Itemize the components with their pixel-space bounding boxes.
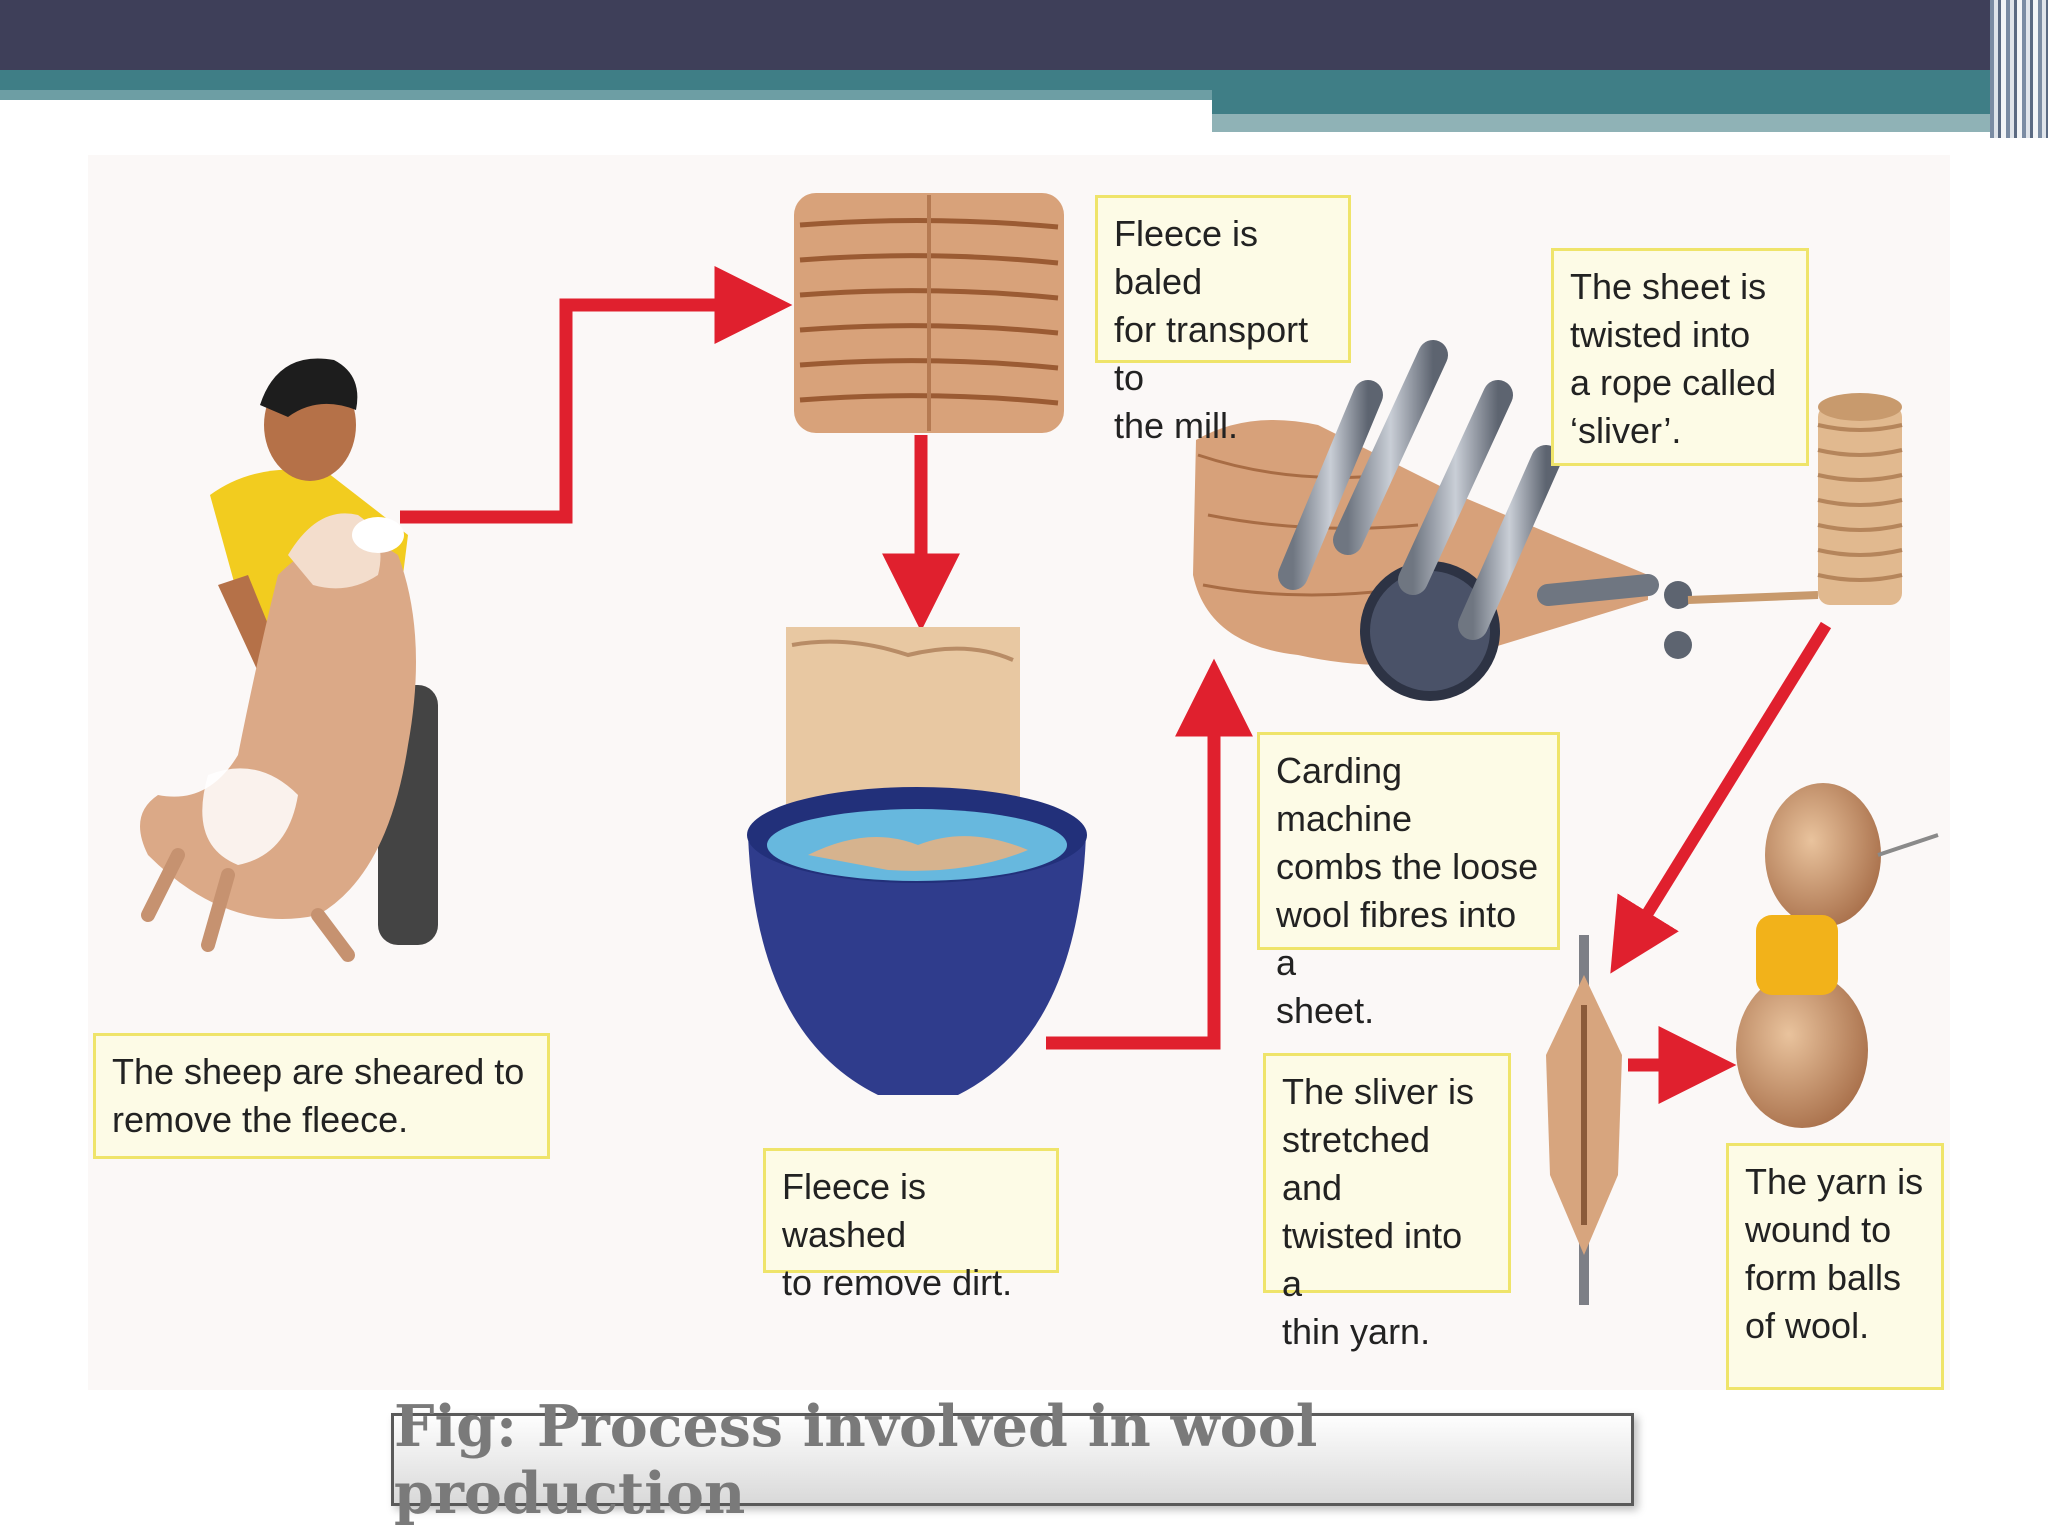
slide-accent-band-right-light [1212, 114, 2012, 132]
carding-machine-icon [1193, 340, 1692, 701]
arrow-coil-to-spindle [1610, 621, 1832, 974]
caption-baled: Fleece is baled for transport to the mil… [1095, 195, 1351, 446]
slide-accent-band-right [1212, 90, 2012, 114]
caption-balls: The yarn is wound to form balls of wool. [1726, 1143, 1944, 1390]
shearing-man-sheep-icon [140, 358, 438, 962]
fleece-bale-icon [794, 193, 1064, 433]
slide-accent-band-light [0, 90, 1212, 100]
caption-sheared: The sheep are sheared to remove the flee… [93, 1033, 550, 1159]
caption-yarn: The sliver is stretched and twisted into… [1263, 1053, 1511, 1352]
slide-corner-stripes [1990, 0, 2048, 138]
wool-process-figure: The sheep are sheared to remove the flee… [88, 155, 1950, 1390]
slide-accent-band [0, 70, 2010, 90]
caption-carding: Carding machine combs the loose wool fib… [1257, 732, 1560, 1031]
figure-title-box: Fig: Process involved in wool production [391, 1393, 1634, 1527]
sliver-coil-icon [1687, 393, 1903, 605]
slide-top-bar [0, 0, 2048, 70]
washing-bowl-icon [747, 627, 1087, 1095]
figure-title: Fig: Process involved in wool production [394, 1392, 1318, 1527]
caption-washed: Fleece is washed to remove dirt. [763, 1148, 1059, 1303]
arrow-shearing-to-bale [400, 266, 793, 524]
arrow-wash-to-carding [1046, 658, 1253, 1050]
spindle-icon [1546, 935, 1622, 1305]
caption-sliver: The sheet is twisted into a rope called … [1551, 248, 1809, 466]
wool-ball-icon [1736, 783, 1939, 1128]
figure-illustration [140, 193, 1939, 1305]
